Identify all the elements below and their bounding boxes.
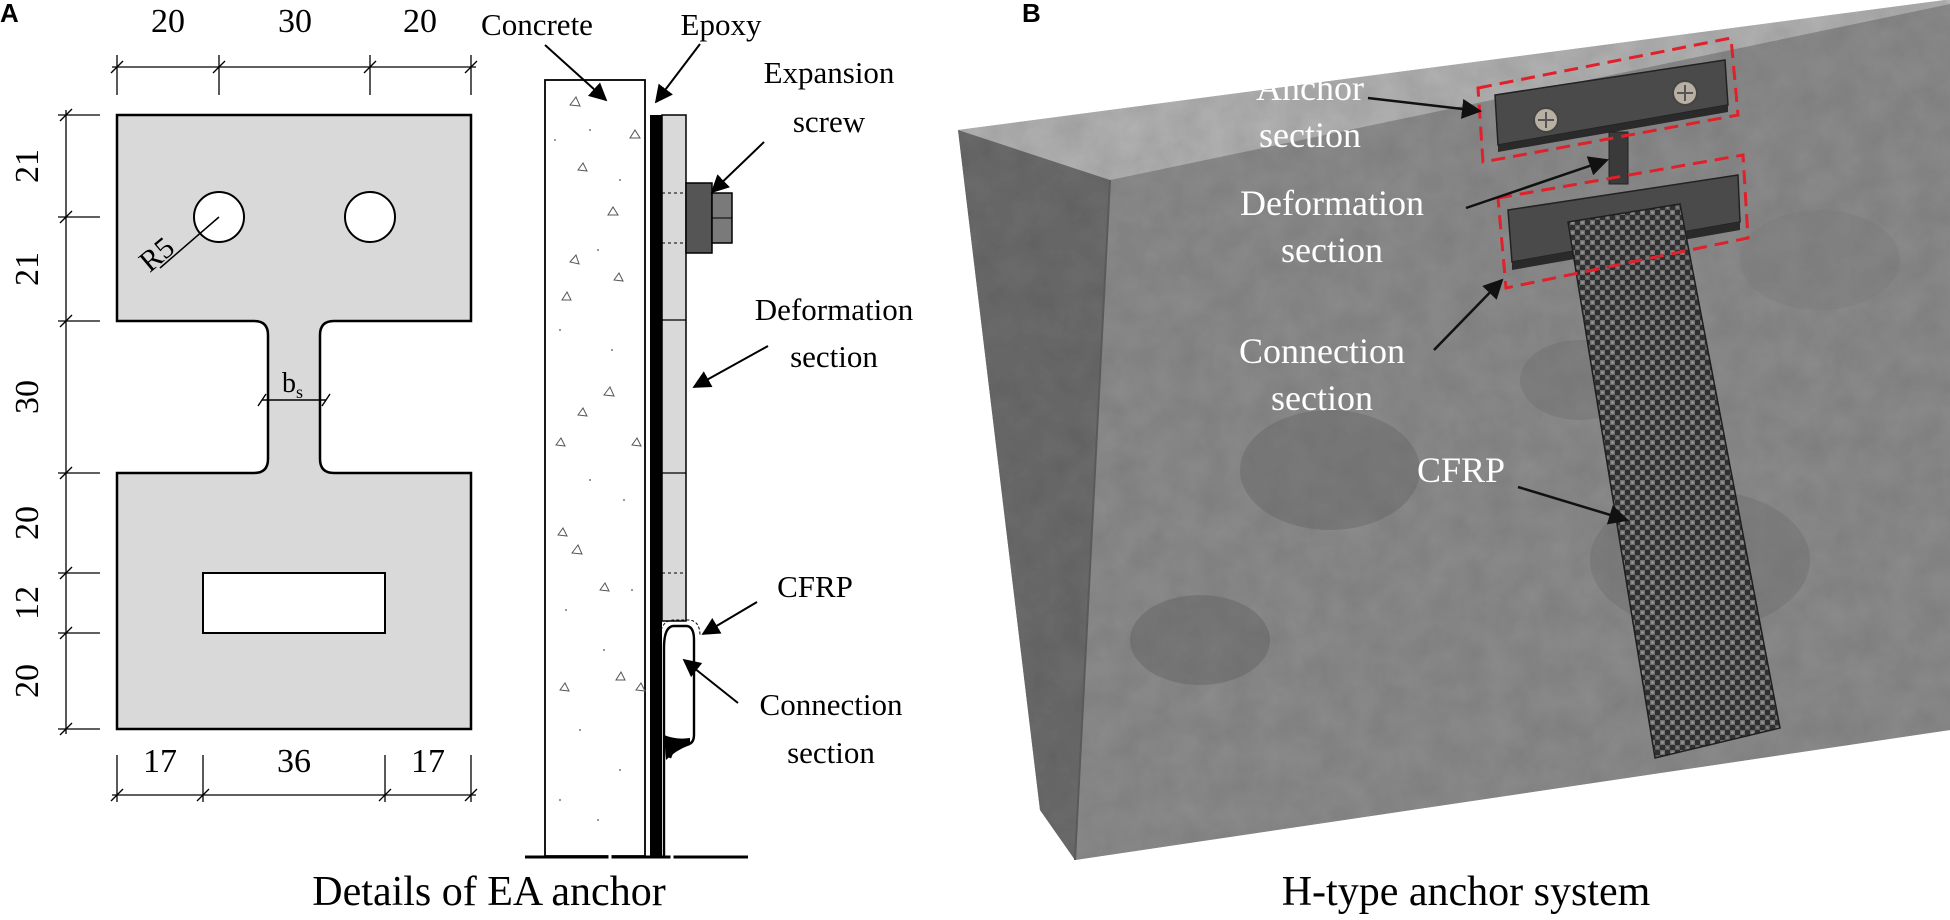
anchor-label-1: Anchor [1256, 68, 1364, 108]
panel-b-letter: B [1022, 0, 1041, 28]
radius-leader [159, 216, 220, 269]
connection-arrow-a [682, 658, 739, 704]
cfrp-strip [1567, 203, 1781, 759]
cfrp-slot [202, 572, 386, 634]
epoxy-layer [650, 115, 662, 856]
cfrp-arrow-a [701, 601, 758, 635]
bolt-hole-right [344, 191, 396, 243]
anchor-arrow [1367, 96, 1482, 119]
dim-left-4: 20 [9, 506, 46, 540]
concrete-label: Concrete [481, 7, 593, 42]
concrete-block-3d [958, 0, 1950, 861]
concrete-aggregate-marks [555, 96, 646, 692]
panel-a-caption: Details of EA anchor [312, 869, 665, 915]
dim-bottom-2: 36 [277, 743, 311, 780]
connection-label-b-1: Connection [1239, 331, 1405, 371]
deformation-arrow-a [692, 345, 769, 388]
dim-bottom-1: 17 [143, 743, 177, 780]
panel-a-letter: A [0, 0, 19, 28]
neck-tick-left [257, 393, 267, 407]
cfrp-label-b: CFRP [1417, 450, 1505, 490]
dim-bottom-3: 17 [411, 743, 445, 780]
dim-top-1: 20 [151, 3, 185, 40]
panel-b: B [958, 0, 1950, 915]
panel-a: A R5 bs 20 30 20 [0, 0, 914, 915]
steel-plate-section [661, 114, 687, 622]
connection-arrow-b [1433, 278, 1504, 351]
bottom-dimension-chain [110, 755, 478, 802]
deformation-arrow-b [1465, 156, 1609, 210]
neck-width-label: bs [282, 368, 303, 402]
anchor-label-2: section [1259, 115, 1361, 155]
dim-left-2: 21 [9, 252, 46, 286]
concrete-block-section [544, 79, 646, 857]
panel-b-caption: H-type anchor system [1282, 869, 1651, 915]
deformation-label-b-2: section [1281, 230, 1383, 270]
block-front-edge [1074, 179, 1111, 861]
connection-label-a-2: section [787, 735, 875, 770]
expansion-label-1: Expansion [764, 55, 895, 90]
dim-left-3: 30 [9, 380, 46, 414]
dim-left-5: 12 [9, 586, 46, 620]
dim-top-2: 30 [278, 3, 312, 40]
epoxy-label: Epoxy [681, 7, 762, 42]
concrete-arrow [544, 44, 608, 102]
expansion-arrow [710, 141, 765, 194]
left-dimension-chain [58, 108, 100, 736]
cfrp-loop-outer [659, 619, 701, 641]
neck-tick-right [321, 393, 331, 407]
epoxy-arrow [654, 43, 701, 104]
dim-left-6: 20 [9, 664, 46, 698]
top-dimension-chain [110, 55, 478, 95]
anchor-plate-bottom [1498, 105, 1728, 152]
h-anchor-3d [1494, 59, 1741, 270]
cfrp-arrow-b [1517, 485, 1629, 525]
connection-label-b-2: section [1271, 378, 1373, 418]
dim-top-3: 20 [403, 3, 437, 40]
cfrp-resin-fill [664, 735, 690, 760]
deformation-neck [1608, 131, 1629, 185]
deformation-label-a-1: Deformation [755, 292, 914, 327]
screw-washer [685, 182, 713, 254]
deformation-label-b-1: Deformation [1240, 183, 1424, 223]
deformation-connection-box [1496, 153, 1750, 290]
anchor-section-box [1476, 36, 1740, 164]
concrete-dots [554, 129, 633, 821]
deformation-label-a-2: section [790, 339, 878, 374]
connection-label-a-1: Connection [760, 687, 903, 722]
dim-left-1: 21 [9, 149, 46, 183]
expansion-label-2: screw [793, 104, 866, 139]
cfrp-label-a: CFRP [777, 569, 853, 604]
side-section [525, 79, 748, 862]
ea-plate-outline [115, 113, 473, 731]
